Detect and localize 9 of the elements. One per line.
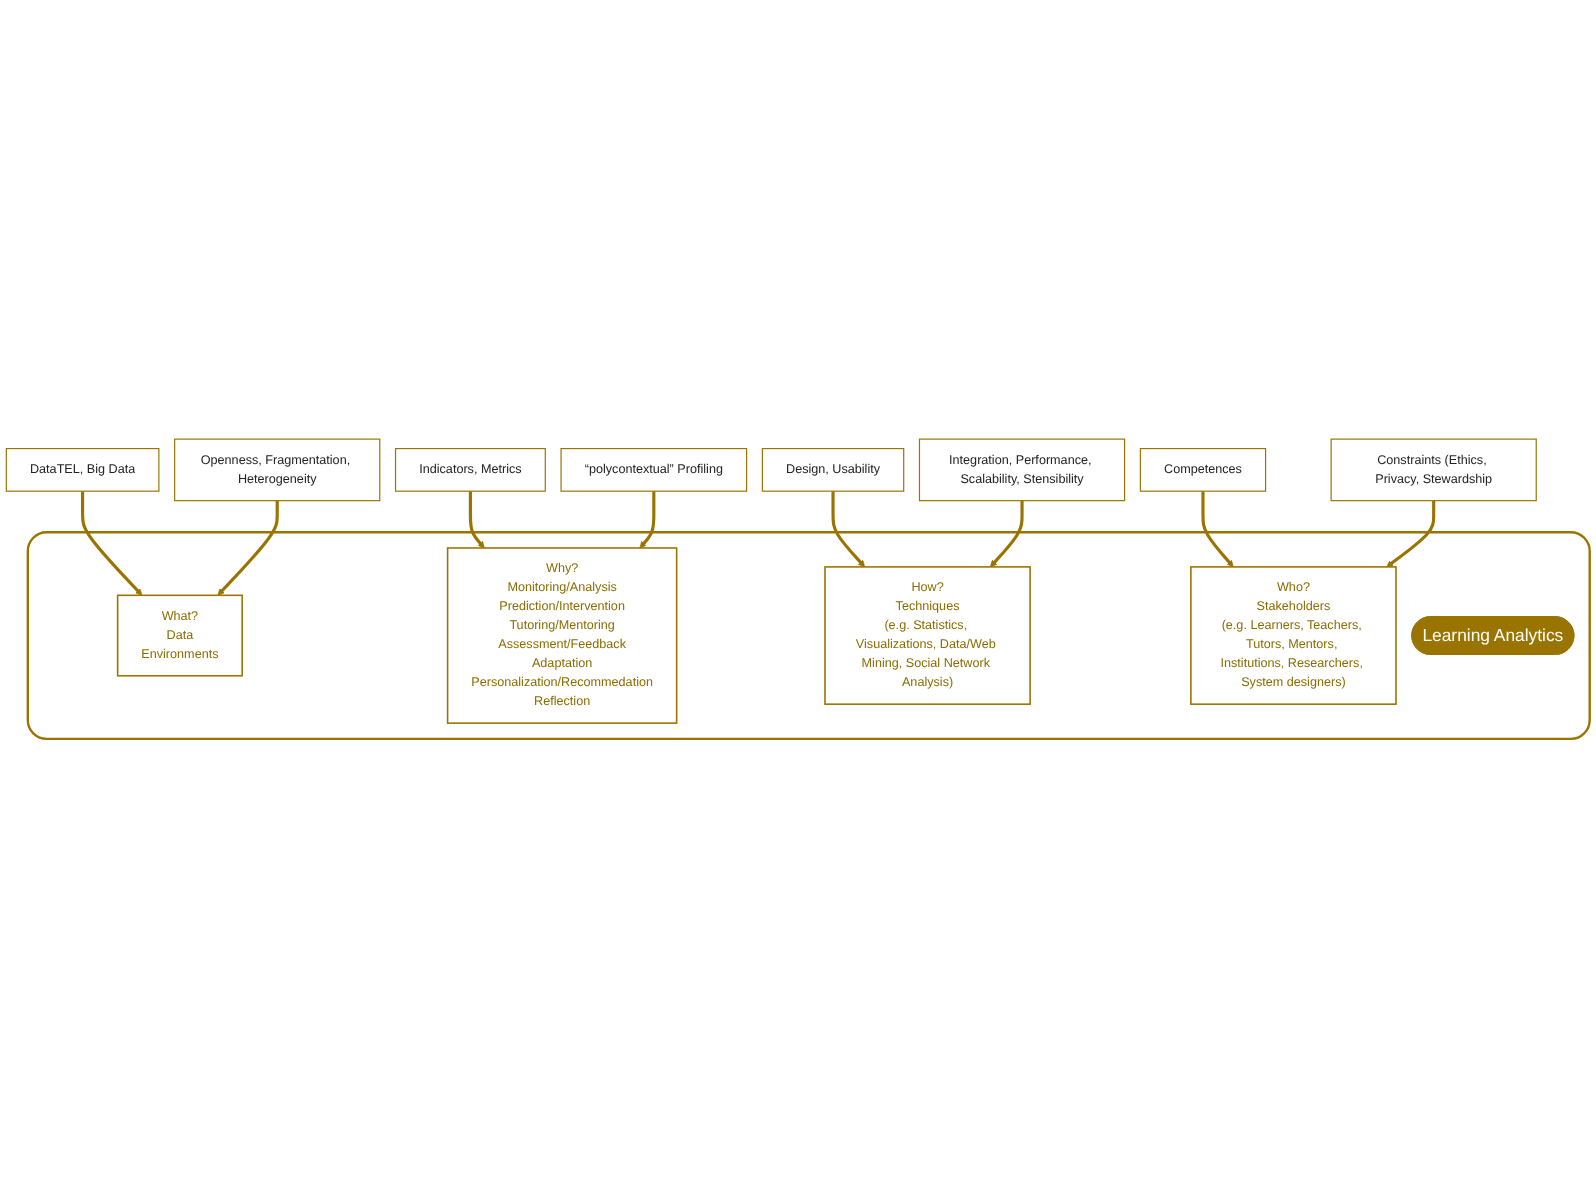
arrow <box>639 491 656 549</box>
cluster <box>26 531 1591 741</box>
arrow <box>1201 491 1234 568</box>
arrow <box>468 491 485 549</box>
arrow <box>1386 500 1436 568</box>
arrow <box>831 491 866 568</box>
arrow <box>217 500 279 596</box>
arrow <box>81 491 143 596</box>
arrow <box>990 500 1024 568</box>
